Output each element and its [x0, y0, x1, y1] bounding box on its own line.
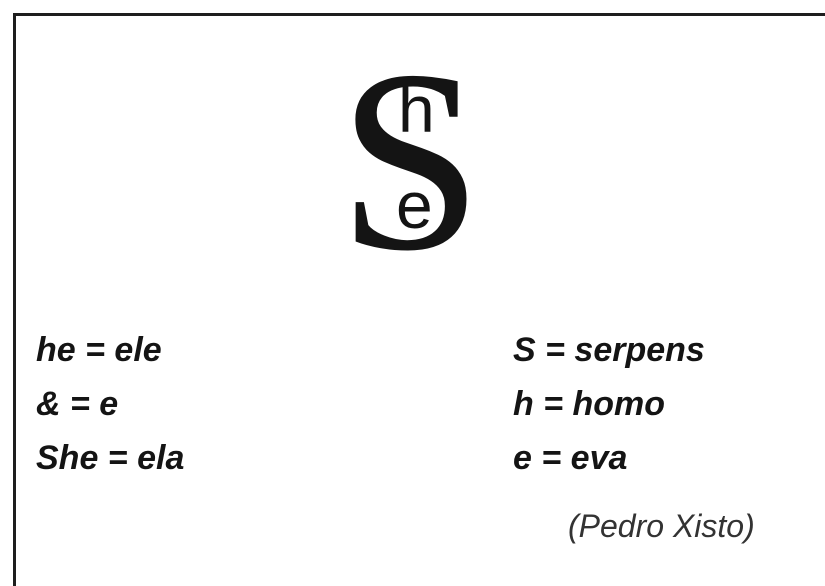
she-logo-svg: S h e — [338, 17, 483, 305]
right-definitions: S = serpens h = homo e = eva — [513, 323, 705, 485]
poem-frame — [13, 13, 825, 586]
author-credit: (Pedro Xisto) — [568, 508, 755, 544]
definition-line: h = homo — [513, 385, 666, 423]
definition-line: She = ela — [36, 439, 185, 477]
definition-line: S = serpens — [513, 331, 705, 369]
definition-line: & = e — [36, 385, 119, 423]
logo-letter-e: e — [396, 168, 433, 242]
definition-line: he = ele — [36, 331, 162, 369]
logo-letter-s: S — [338, 17, 483, 305]
definition-line: e = eva — [513, 439, 628, 477]
logo-letter-h: h — [398, 72, 435, 146]
she-logo: S h e — [330, 17, 530, 305]
left-definitions: he = ele & = e She = ela — [36, 323, 184, 485]
